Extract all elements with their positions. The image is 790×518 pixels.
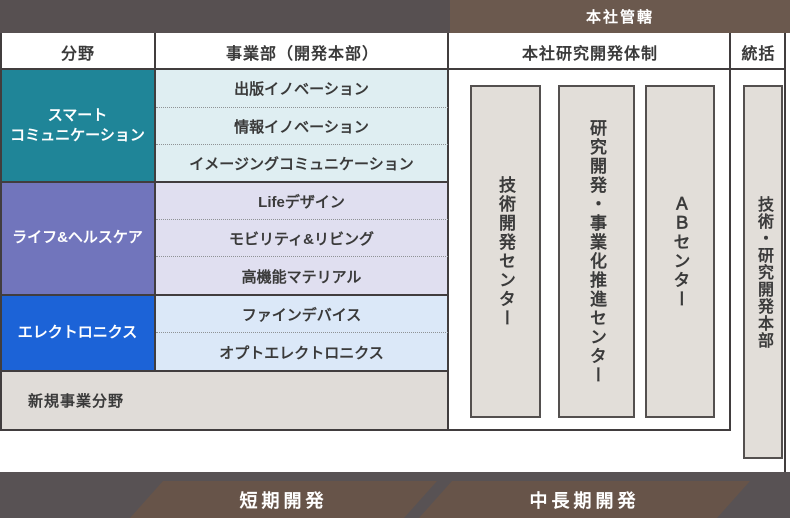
divider-left-edge: [0, 33, 2, 431]
category-life-healthcare: ライフ&ヘルスケア: [0, 182, 155, 295]
tech-rd-headquarters-box: 技術・研究開発本部: [743, 85, 783, 459]
division-row: オプトエレクトロニクス: [155, 333, 448, 371]
column-header-division: 事業部（開発本部）: [156, 33, 449, 70]
divider-col-3: [729, 33, 731, 431]
divider-section-2: [0, 294, 448, 296]
short-term-development-band: 短期開発: [130, 481, 437, 518]
technology-development-center-box: 技術開発センター: [470, 85, 541, 418]
dotted-separator: [156, 144, 448, 145]
dotted-separator: [156, 332, 448, 333]
divider-section-1: [0, 181, 448, 183]
rd-commercialization-center-box: 研究開発・事業化推進センター: [558, 85, 635, 418]
ab-center-box: ＡＢセンター: [645, 85, 715, 418]
category-smart-communication: スマート コミュニケーション: [0, 70, 155, 182]
dotted-separator: [156, 219, 448, 220]
division-row: 出版イノベーション: [155, 70, 448, 107]
division-row: Lifeデザイン: [155, 182, 448, 220]
mid-long-term-development-band: 中長期開発: [419, 481, 750, 518]
division-row: 情報イノベーション: [155, 107, 448, 145]
top-bar-headquarters: 本社管轄: [450, 0, 790, 33]
divider-col-1: [154, 33, 156, 371]
divider-right-edge: [784, 33, 786, 472]
divider-col-2: [447, 33, 449, 431]
division-row: モビリティ&リビング: [155, 220, 448, 257]
column-header-hq-rd-structure: 本社研究開発体制: [449, 33, 731, 70]
division-row: 高機能マテリアル: [155, 257, 448, 295]
dotted-separator: [156, 256, 448, 257]
column-header-supervision: 統括: [731, 33, 786, 70]
division-row: イメージングコミュニケーション: [155, 145, 448, 182]
divider-table-bottom: [0, 429, 731, 431]
division-row: ファインデバイス: [155, 295, 448, 333]
category-electronics: エレクトロニクス: [0, 295, 155, 371]
column-header-field: 分野: [0, 33, 156, 70]
top-bar-left-segment: [0, 0, 450, 33]
new-business-field-row: 新規事業分野: [0, 371, 448, 430]
divider-section-3: [0, 370, 448, 372]
dotted-separator: [156, 107, 448, 108]
divider-header-bottom: [0, 68, 786, 70]
headquarters-jurisdiction-label: 本社管轄: [585, 9, 654, 26]
